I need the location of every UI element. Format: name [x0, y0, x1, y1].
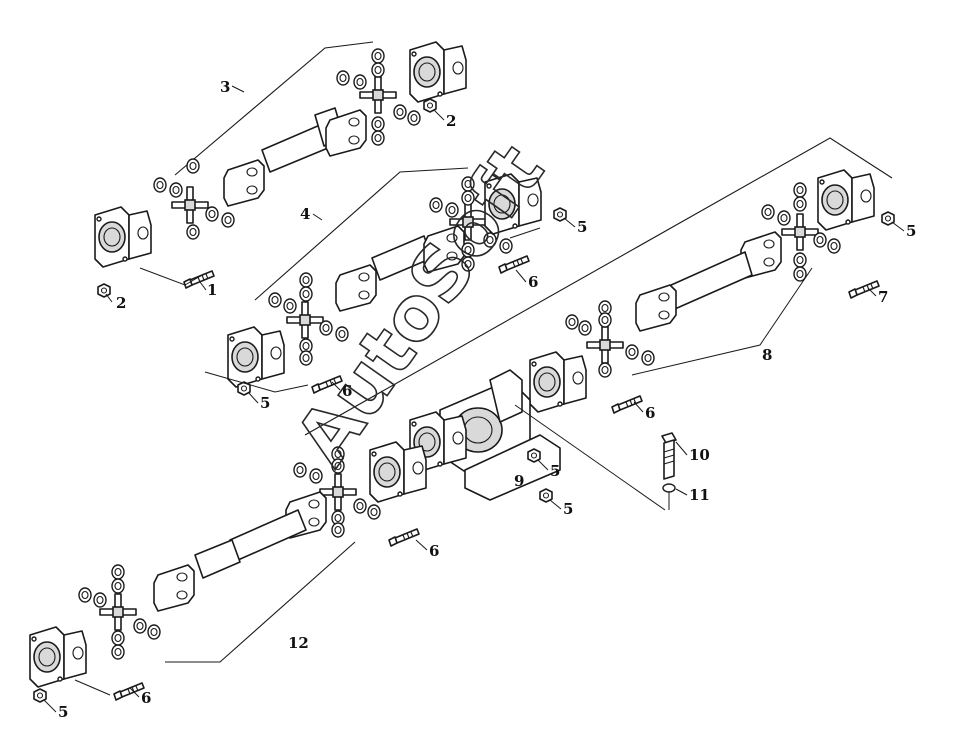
callout-c7: 7 [878, 288, 888, 306]
callout-c8: 8 [762, 346, 772, 364]
callout-c6a: 6 [528, 273, 538, 291]
assembly-12 [29, 441, 427, 703]
callout-c6b: 6 [342, 382, 352, 400]
callout-c5f: 5 [58, 703, 68, 721]
callout-c11: 11 [689, 486, 710, 504]
callout-c12: 12 [288, 634, 309, 652]
callout-labels: 3 2 2 1 4 5 5 5 5 5 5 6 6 6 6 6 7 8 9 10… [58, 78, 916, 721]
callout-c9: 9 [514, 472, 524, 490]
callout-c6d: 6 [429, 542, 439, 560]
assembly-8 [304, 137, 895, 436]
center-support-bearing-9 [409, 369, 666, 511]
callout-c5e: 5 [563, 500, 573, 518]
callout-c1: 1 [207, 281, 217, 299]
callout-c6e: 6 [141, 689, 151, 707]
callout-c5b: 5 [906, 222, 916, 240]
callout-c6c: 6 [645, 404, 655, 422]
bolt-10-washer-11 [661, 432, 677, 510]
callout-c2b: 2 [116, 294, 126, 312]
callout-leaders [43, 85, 905, 713]
callout-c3: 3 [220, 78, 230, 96]
callout-c5c: 5 [260, 394, 270, 412]
assembly-3 [94, 41, 467, 268]
callout-c4: 4 [300, 205, 310, 223]
callout-c5d: 5 [550, 462, 560, 480]
callout-c2a: 2 [446, 112, 456, 130]
callout-c5a: 5 [577, 218, 587, 236]
callout-c10: 10 [689, 446, 710, 464]
assembly-4 [227, 167, 567, 388]
